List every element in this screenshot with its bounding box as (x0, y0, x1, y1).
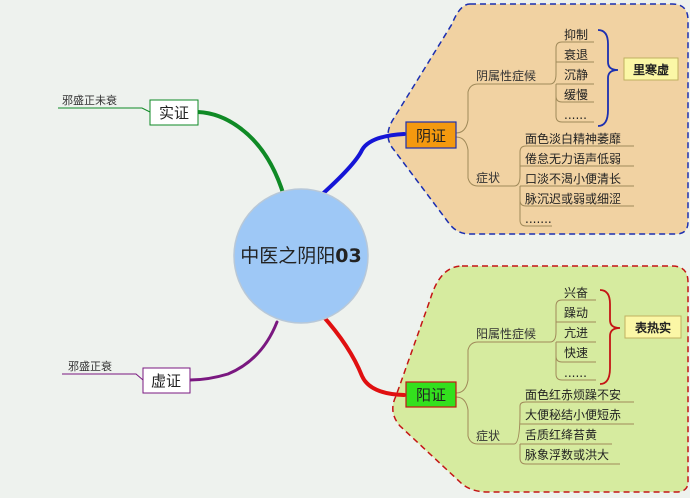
yin-brace (597, 29, 619, 127)
yang-attr-item: 兴奋 (564, 286, 588, 300)
yang-connectors (455, 299, 634, 465)
yin-attr-item: 衰退 (564, 47, 588, 62)
yin-summary-label: 里寒虚 (633, 62, 669, 77)
shi-note-line (58, 107, 151, 113)
shi-zheng-label: 实证 (159, 104, 189, 122)
yang-symptom-item: 大便秘结小便短赤 (525, 408, 621, 422)
yin-connectors (455, 41, 634, 227)
yin-symptom-item: 倦怠无力语声低弱 (525, 152, 621, 166)
yin-summary-box (623, 57, 679, 81)
yang-attr-item: 亢进 (564, 325, 588, 340)
yang-attr-item: 快速 (564, 346, 588, 360)
yang-brace (599, 289, 621, 385)
branch-shi (196, 110, 286, 198)
xu-zheng-label: 虚证 (151, 372, 181, 390)
yang-attr-heading: 阳属性症候 (476, 326, 536, 341)
yang-zheng-label: 阳证 (416, 386, 446, 404)
yin-zheng-label: 阴证 (416, 127, 446, 145)
yin-attr-item: 沉静 (564, 68, 588, 82)
center-title: 中医之阴阳03 (240, 245, 361, 267)
yin-symptom-item: 面色淡白精神萎靡 (525, 131, 621, 146)
center-title-text: 中医之阴阳 (240, 245, 335, 267)
xu-zheng-note: 邪盛正衰 (68, 359, 112, 373)
xu-note-line (62, 373, 144, 381)
yin-symptom-item: 脉沉迟或弱或细涩 (525, 191, 621, 206)
yang-symptom-heading: 症状 (476, 428, 500, 443)
yang-zheng-node[interactable] (405, 381, 457, 408)
yang-symptom-item: 脉象浮数或洪大 (525, 447, 609, 462)
yin-zheng-node[interactable] (405, 121, 457, 149)
yang-attr-item: 躁动 (564, 306, 588, 320)
shi-zheng-note: 邪盛正未衰 (62, 93, 117, 107)
center-number: 03 (335, 245, 361, 267)
yin-attr-heading: 阴属性症候 (476, 68, 536, 83)
yang-summary-box (624, 315, 682, 339)
center-circle (233, 188, 369, 324)
branch-xu (188, 320, 279, 382)
yin-attr-item: 缓慢 (564, 88, 588, 102)
yang-attr-list: 兴奋躁动亢进快速...... (564, 286, 588, 380)
yin-attr-item: ...... (564, 108, 587, 122)
branch-yin (316, 132, 406, 200)
xu-zheng-node[interactable] (142, 367, 191, 394)
yang-symptom-item: 舌质红绛苔黄 (525, 427, 597, 442)
yin-symptom-item: ....... (525, 212, 552, 226)
yang-region (392, 265, 689, 493)
yang-attr-item: ...... (564, 366, 587, 380)
yang-symptom-item: 面色红赤烦躁不安 (525, 387, 621, 402)
shi-zheng-node[interactable] (149, 99, 199, 126)
yin-attr-list: 抑制衰退沉静缓慢...... (564, 27, 588, 122)
yin-symptom-item: 口淡不渴小便清长 (525, 172, 621, 186)
yin-attr-item: 抑制 (564, 27, 588, 42)
branch-yang (320, 313, 406, 397)
yin-symptom-heading: 症状 (476, 170, 500, 185)
yang-summary-label: 表热实 (634, 320, 671, 335)
yin-symptom-list: 面色淡白精神萎靡倦怠无力语声低弱口淡不渴小便清长脉沉迟或弱或细涩....... (525, 131, 621, 226)
yin-region (387, 3, 689, 235)
